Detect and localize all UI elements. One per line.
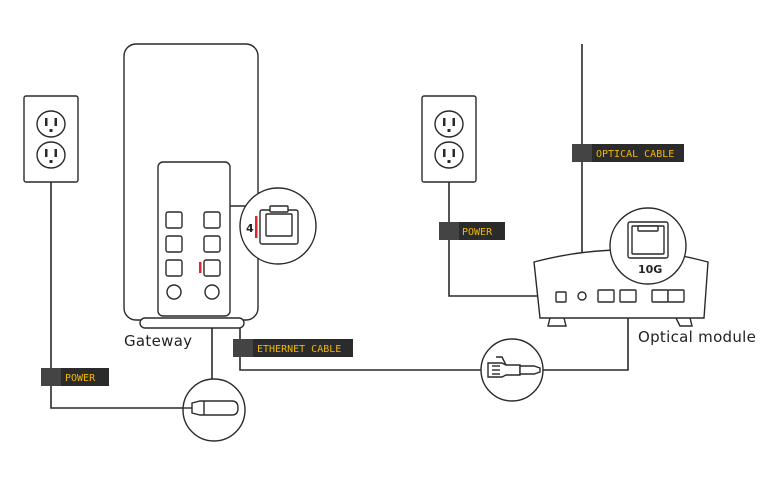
- ethernet-cable-tag-text: ETHERNET CABLE: [257, 344, 341, 355]
- outlet-socket-top: [36, 110, 66, 138]
- ethernet-cable-tag: ETHERNET CABLE: [233, 339, 353, 357]
- gateway-port-number: 4: [246, 222, 254, 235]
- port-highlight-marker: [199, 262, 202, 273]
- optical-port-speed: 10G: [638, 263, 662, 276]
- outlet-socket-bottom: [36, 141, 66, 169]
- gateway-port-panel: [157, 161, 231, 317]
- optical-module-port: [651, 289, 669, 303]
- power-plug-callout: [182, 378, 246, 442]
- power-tag-left-text: POWER: [65, 373, 96, 384]
- gateway-port: [203, 211, 221, 229]
- gateway-power-jack: [166, 284, 182, 300]
- gateway-port: [203, 235, 221, 253]
- optical-cable-tag-text: OPTICAL CABLE: [596, 149, 674, 160]
- power-tag-right: POWER: [439, 222, 505, 240]
- optical-module-port: [597, 289, 615, 303]
- outlet-socket-bottom: [434, 141, 464, 169]
- wall-outlet-left: [23, 95, 79, 183]
- power-tag-right-text: POWER: [462, 227, 493, 238]
- gateway-port-callout: 4: [230, 187, 317, 265]
- gateway: [123, 43, 259, 329]
- optical-module-port: [555, 291, 567, 303]
- gateway-label: Gateway: [124, 332, 192, 350]
- optical-module-label: Optical module: [638, 328, 756, 346]
- optical-port-callout: 10G: [609, 207, 687, 285]
- gateway-power-jack: [204, 284, 220, 300]
- optical-module-power-jack: [577, 291, 587, 301]
- optical-module-port: [667, 289, 685, 303]
- power-tag-left: POWER: [41, 368, 109, 386]
- gateway-foot: [139, 317, 245, 329]
- optical-cable-tag: OPTICAL CABLE: [572, 144, 684, 162]
- power-cable-left: [50, 182, 182, 409]
- gateway-port: [165, 211, 183, 229]
- wall-outlet-right: [421, 95, 477, 183]
- gateway-port: [165, 259, 183, 277]
- ethernet-plug-callout: [480, 338, 544, 402]
- port-highlight-marker: [255, 216, 258, 238]
- gateway-port-4: [203, 259, 221, 277]
- outlet-socket-top: [434, 110, 464, 138]
- power-cable-right: [448, 182, 556, 297]
- gateway-port: [165, 235, 183, 253]
- optical-module-10g-port: [619, 289, 637, 303]
